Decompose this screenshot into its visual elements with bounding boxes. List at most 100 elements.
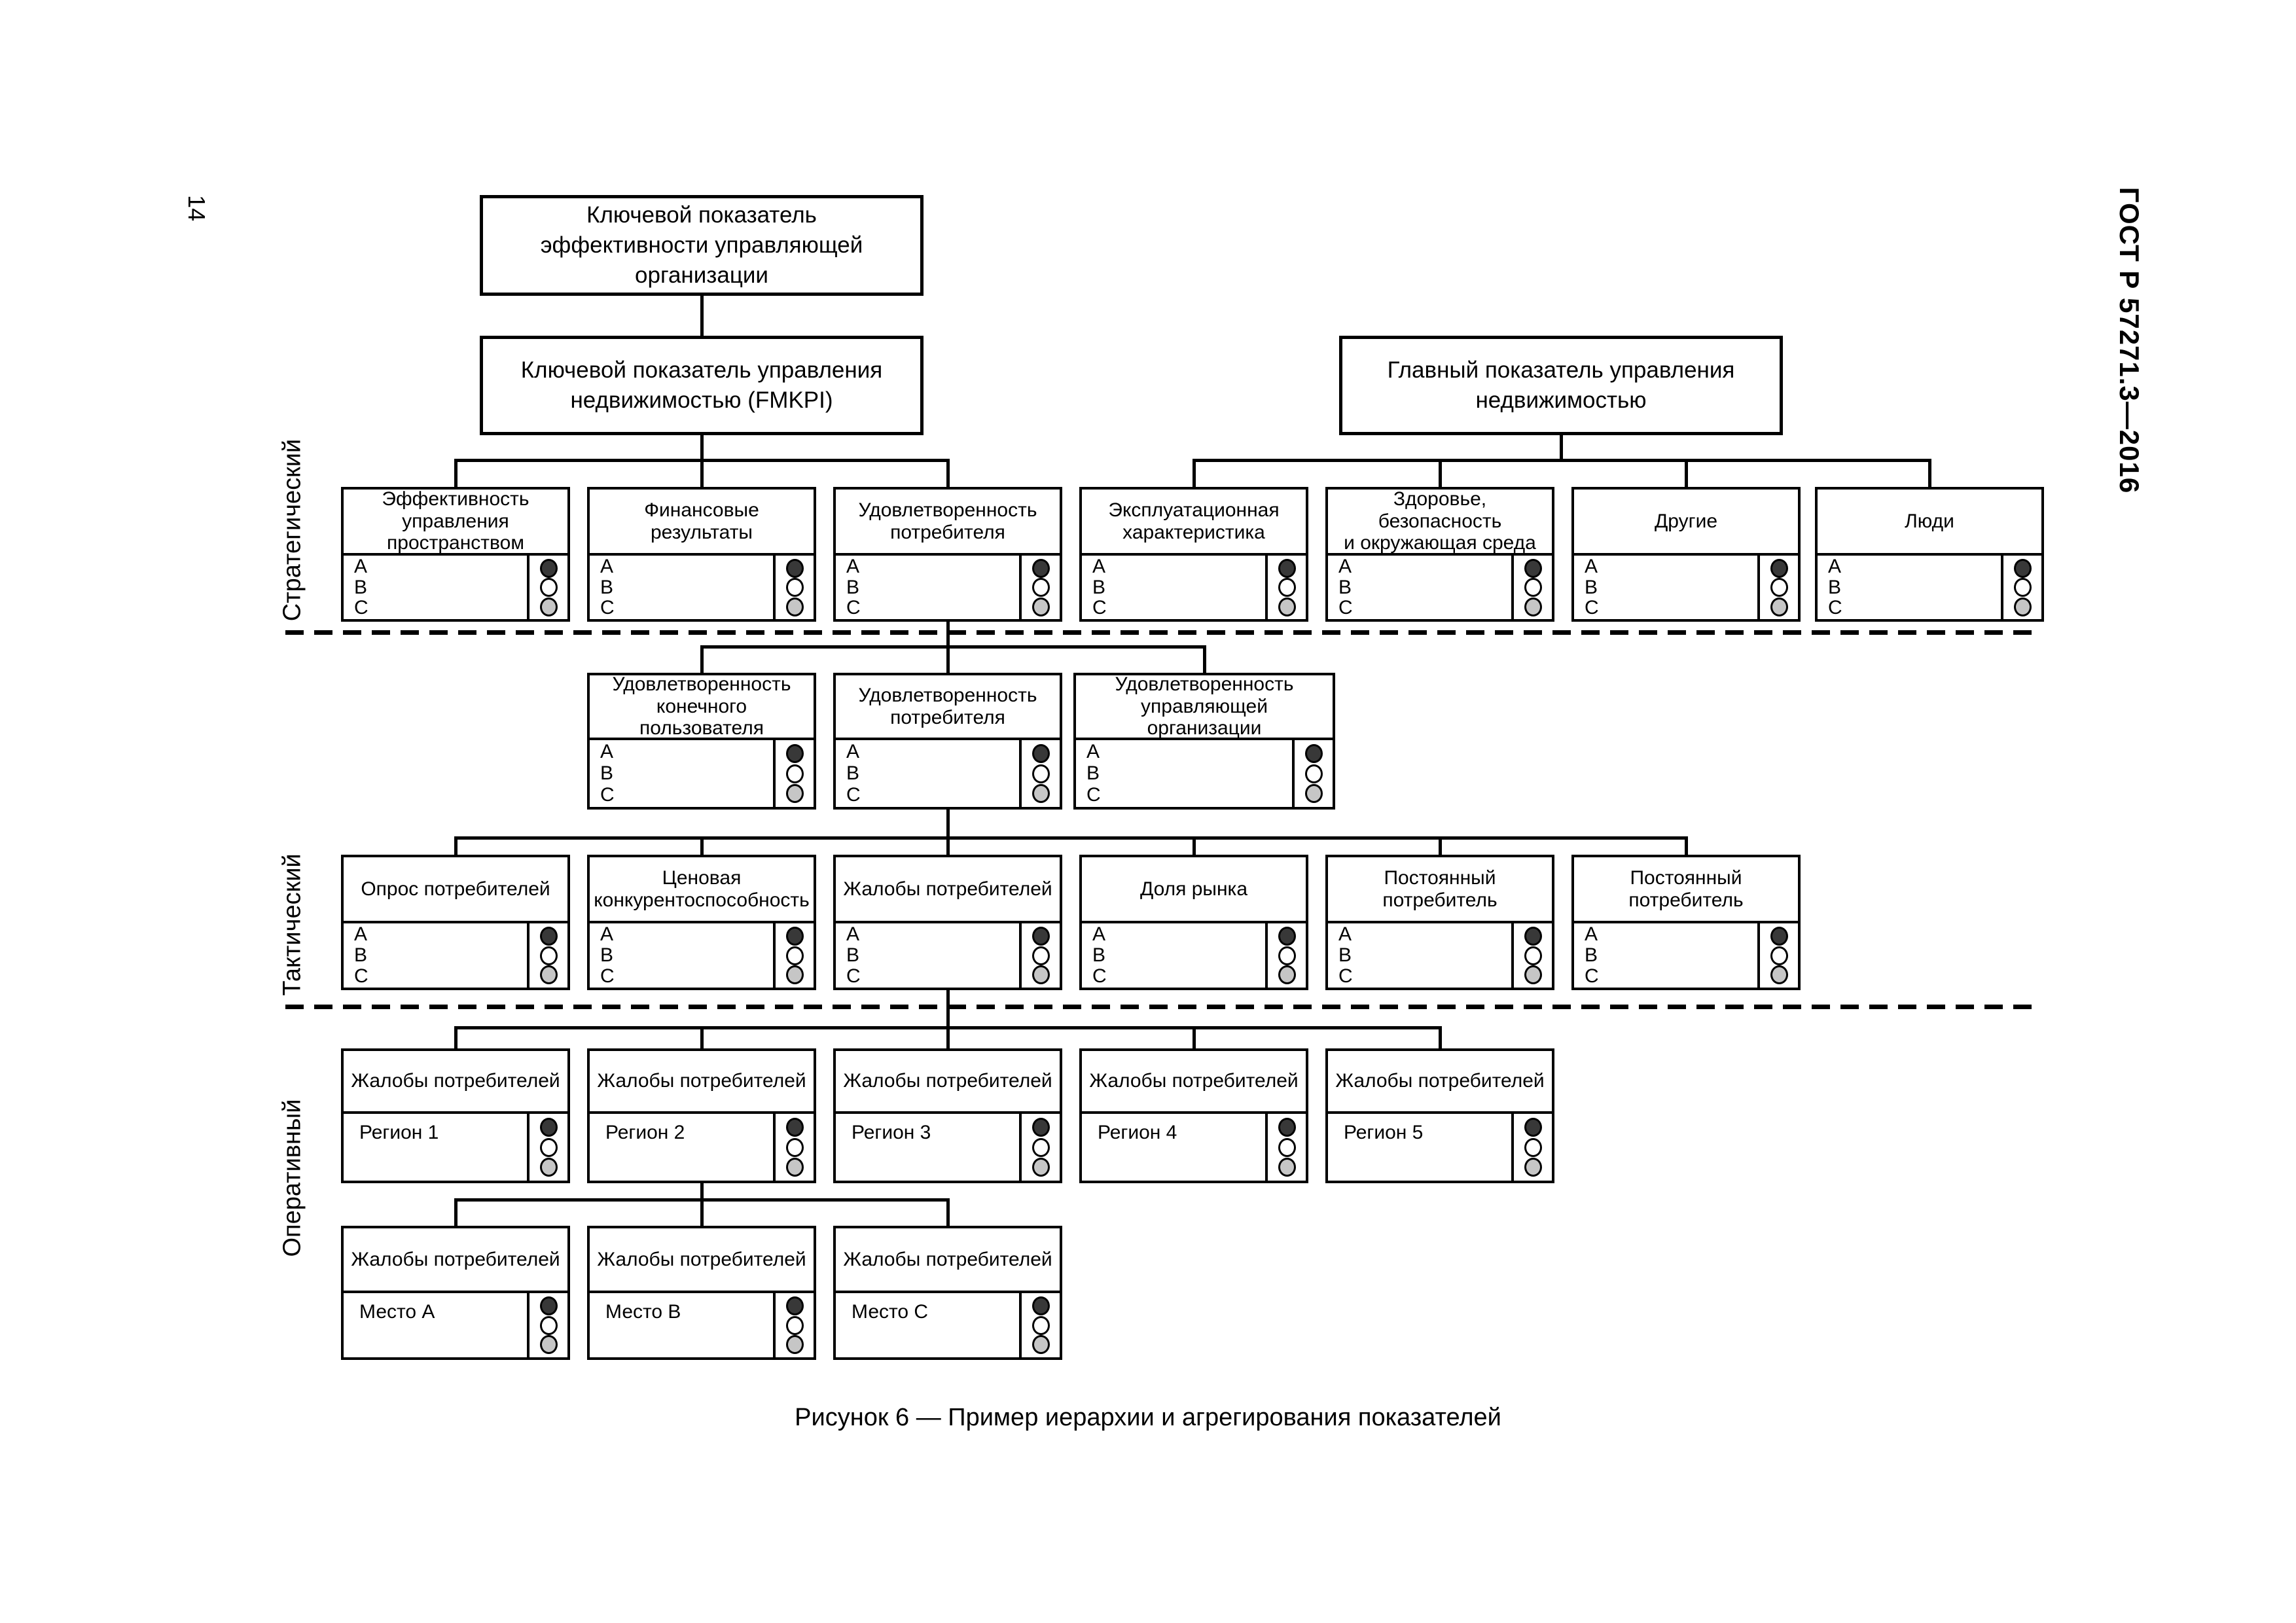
indicator-box-tactical-lower: Жалобы потребителей A B C [833,855,1062,990]
status-dot-filled-icon [1278,558,1296,578]
indicator-box-tactical-lower: Доля рынка A B C [1079,855,1308,990]
indicator-box-tactical-lower: Ценовая конкурентоспособность A B C [587,855,816,990]
indicator-body: A B C [1574,556,1798,619]
indicator-body: A B C [1082,556,1306,619]
abc-letter: A [846,923,860,945]
connector-line [454,1200,457,1226]
status-dot-partial-icon [539,1335,558,1355]
indicator-body: A B C [1574,923,1798,988]
indicator-body: A B C [1328,556,1552,619]
status-dot-empty-icon [1524,946,1542,965]
status-dot-filled-icon [1770,926,1788,946]
indicator-box-tactical-upper: Удовлетворенность конечного пользователя… [587,673,816,810]
status-dot-empty-icon [1524,1137,1542,1157]
abc-letter: A [846,555,860,577]
connector-line [700,647,704,673]
connector-line [1560,435,1563,460]
status-dot-partial-icon [1770,965,1788,985]
indicator-label-area: Место C [836,1293,1019,1357]
indicator-title: Жалобы потребителей [344,1051,567,1114]
connector-line [1685,838,1688,855]
indicator-box-strategic: Люди A B C [1815,487,2044,622]
status-dots [1757,556,1798,619]
status-dot-filled-icon [785,558,804,578]
status-dots [527,1293,567,1357]
indicator-title: Удовлетворенность потребителя [836,490,1060,556]
indicator-box-operational-region: Жалобы потребителей Регион 4 [1079,1048,1308,1183]
status-dot-empty-icon [785,1315,804,1335]
indicator-box-operational-place: Жалобы потребителей Место B [587,1226,816,1360]
connector-line [700,435,704,460]
indicator-label: Место B [605,1301,681,1323]
indicator-title: Эффективность управления пространством [344,488,567,556]
connector-line [946,990,950,1027]
status-dot-empty-icon [539,1315,558,1335]
status-dot-filled-icon [539,558,558,578]
abc-list: A B C [1082,556,1265,619]
indicator-label-area: Место B [590,1293,773,1357]
status-dot-filled-icon [1031,1296,1050,1315]
status-dot-partial-icon [2013,597,2032,616]
abc-letter: C [600,784,615,806]
status-dots [773,1293,814,1357]
indicator-title: Удовлетворенность потребителя [836,675,1060,740]
abc-letter: A [1585,555,1598,577]
level-separator-dashed-line [285,630,2036,635]
status-dot-filled-icon [539,926,558,946]
abc-list: A B C [590,556,773,619]
abc-letter: B [846,576,860,598]
status-dots [773,1114,814,1181]
status-dot-empty-icon [539,946,558,965]
abc-list: A B C [590,740,773,807]
indicator-title: Жалобы потребителей [836,1228,1060,1293]
figure-caption: Рисунок 6 — Пример иерархии и агрегирова… [795,1404,1501,1431]
abc-letter: C [1338,965,1353,987]
indicator-body: A B C [836,740,1060,807]
status-dot-filled-icon [1278,926,1296,946]
status-dot-filled-icon [539,1296,558,1315]
connector-line [946,460,950,487]
status-dot-partial-icon [785,1158,804,1177]
abc-letter: A [600,741,614,762]
status-dot-empty-icon [785,578,804,597]
abc-letter: A [1585,923,1598,945]
indicator-title: Другие [1574,490,1798,556]
connector-line [1193,838,1196,855]
abc-letter: C [600,597,615,619]
indicator-label-area: Регион 3 [836,1114,1019,1181]
status-dot-filled-icon [785,743,804,763]
indicator-title: Люди [1818,490,2041,556]
abc-list: A B C [590,923,773,988]
status-dot-partial-icon [1524,597,1542,616]
abc-list: A B C [836,923,1019,988]
indicator-body: A B C [590,923,814,988]
connector-line [700,1200,704,1226]
indicator-body: A B C [1818,556,2041,619]
indicator-box-strategic: Здоровье, безопасность и окружающая сред… [1325,487,1554,622]
abc-letter: B [1338,944,1352,966]
abc-list: A B C [836,556,1019,619]
indicator-label: Регион 2 [605,1122,685,1143]
indicator-title: Постоянный потребитель [1328,857,1552,923]
abc-list: A B C [344,556,527,619]
connector-line [1193,460,1196,487]
status-dot-empty-icon [1031,764,1050,783]
status-dot-filled-icon [1770,558,1788,578]
status-dot-filled-icon [539,1117,558,1137]
status-dot-empty-icon [785,946,804,965]
connector-line [700,296,704,336]
abc-letter: C [1338,597,1353,619]
status-dot-partial-icon [1031,597,1050,616]
status-dot-empty-icon [1278,1137,1296,1157]
indicator-box-operational-region: Жалобы потребителей Регион 5 [1325,1048,1554,1183]
indicator-label: Место C [852,1301,929,1323]
indicator-body: A B C [836,923,1060,988]
connector-line [700,460,704,487]
abc-letter: A [846,741,860,762]
abc-letter: C [1092,597,1107,619]
indicator-body: A B C [590,556,814,619]
indicator-label-area: Регион 4 [1082,1114,1265,1181]
indicator-title: Опрос потребителей [344,857,567,923]
status-dot-partial-icon [785,1335,804,1355]
abc-letter: A [1092,923,1106,945]
